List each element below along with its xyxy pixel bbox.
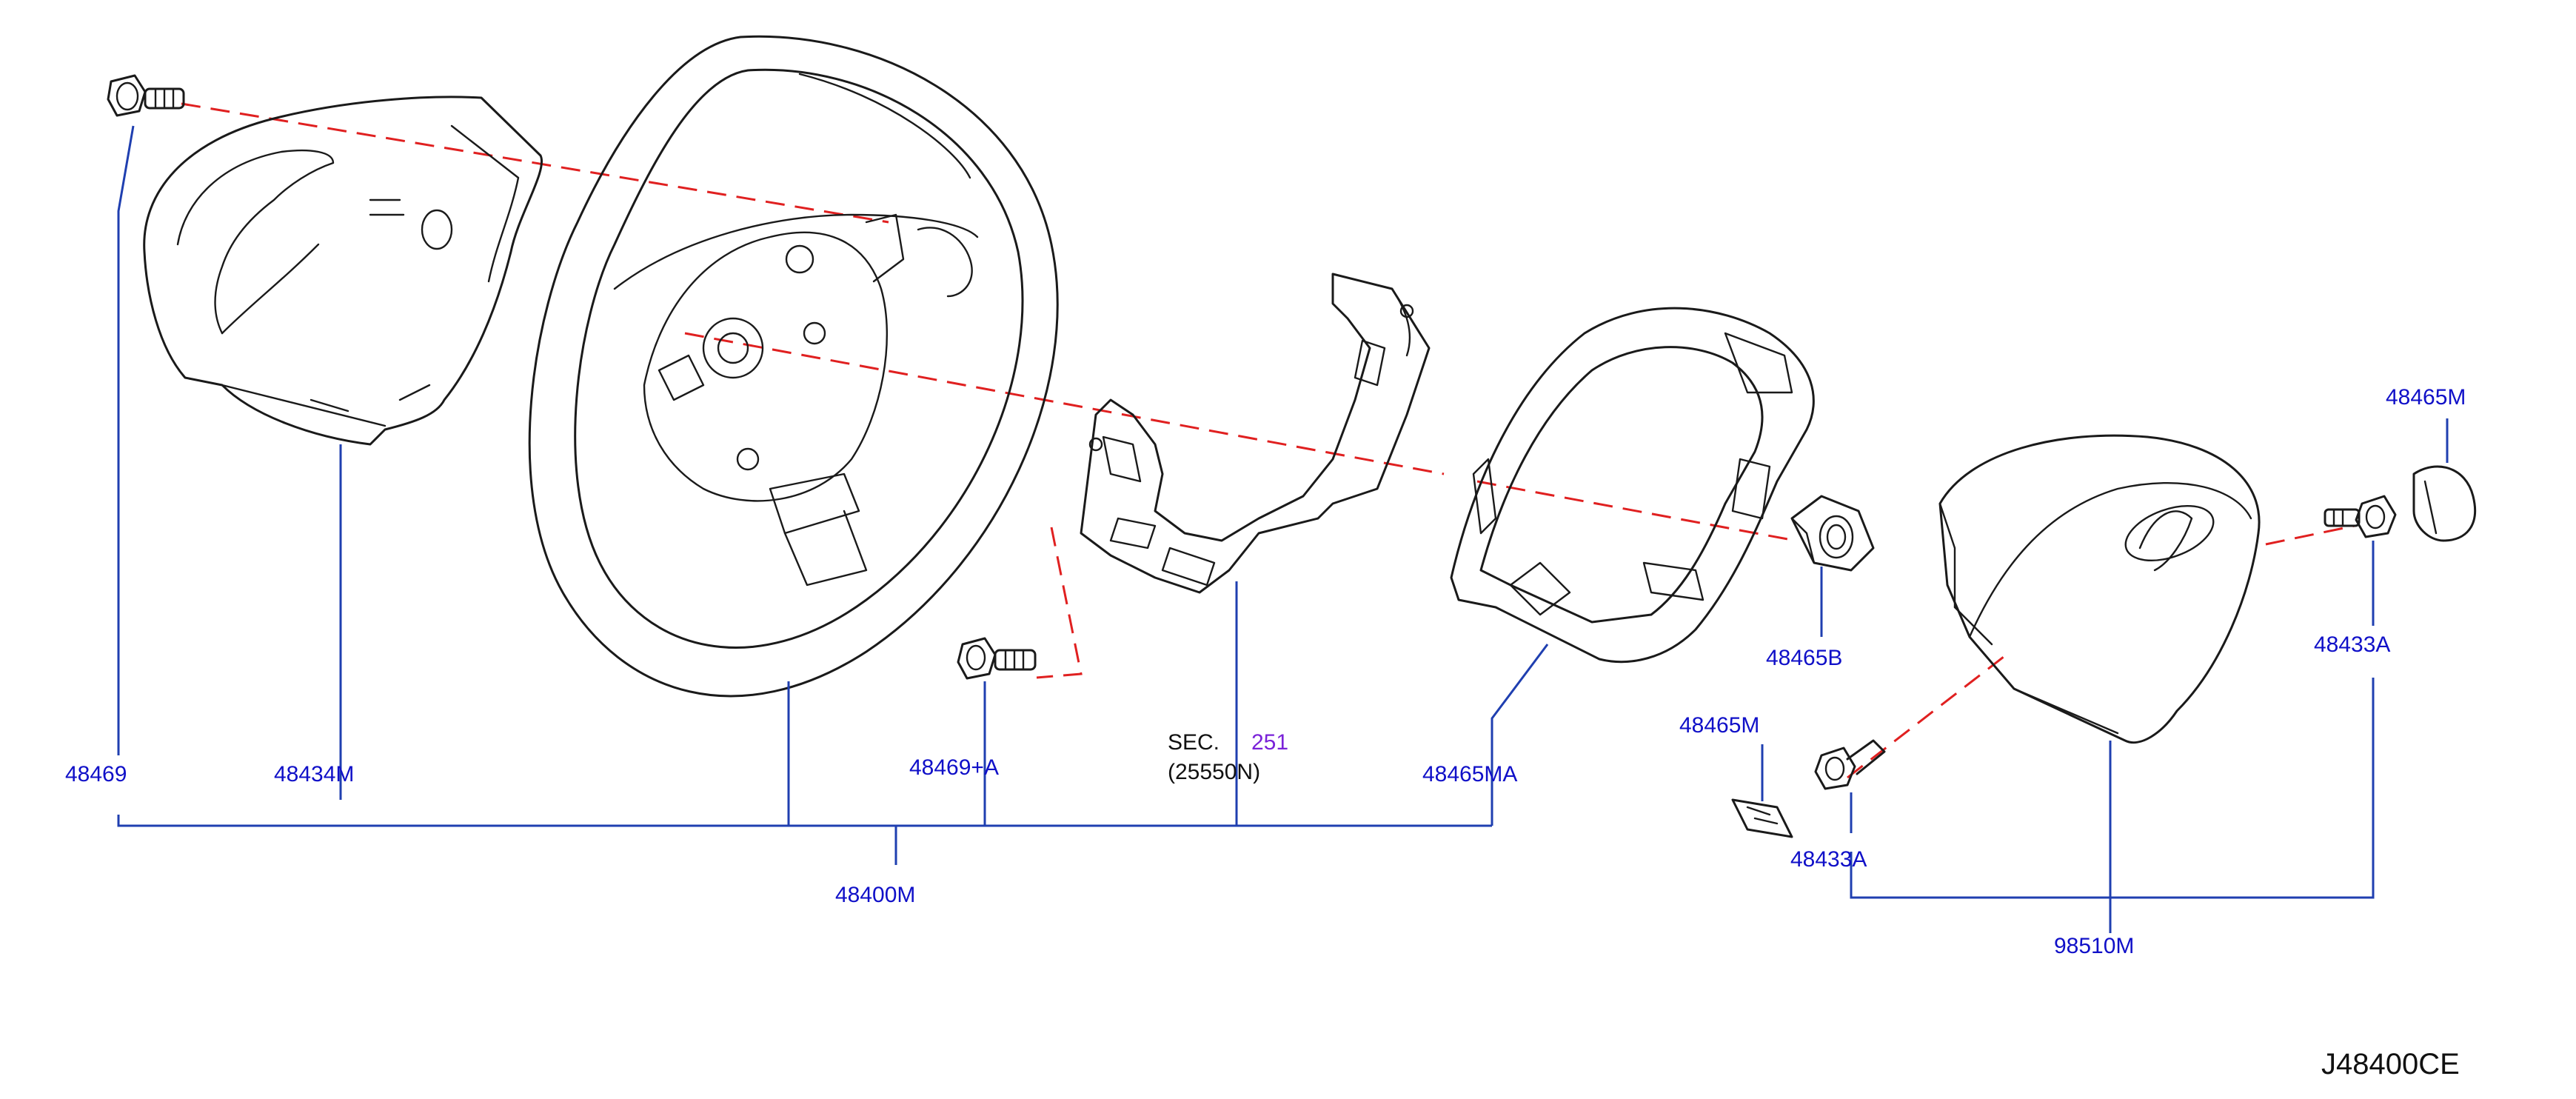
section-number: 251 — [1251, 730, 1288, 755]
label-48433A-lower: 48433A — [1790, 847, 1867, 872]
label-48434M: 48434M — [274, 762, 354, 786]
airbag-module-98510M-icon — [1938, 434, 2261, 744]
nut-48465B-icon — [1790, 495, 1875, 572]
steering-wheel-48400M-icon — [528, 35, 1059, 698]
finisher-48465MA-icon — [1450, 307, 1815, 664]
bolt-48433A-right-icon — [2324, 495, 2397, 538]
bolt-48433A-lower-icon — [1814, 739, 1886, 790]
section-subpart: (25550N) — [1168, 760, 1260, 784]
label-48465M-top: 48465M — [2386, 385, 2466, 410]
leader-lines — [117, 125, 2449, 933]
label-98510M: 98510M — [2054, 934, 2134, 958]
label-48465M-lower: 48465M — [1679, 713, 1759, 738]
switch-assembly-icon — [1080, 273, 1431, 594]
label-48465B: 48465B — [1766, 646, 1842, 670]
bolt-48469A-icon — [957, 637, 1037, 680]
section-prefix: SEC. — [1168, 730, 1220, 755]
clip-48465M-lower-icon — [1731, 798, 1793, 838]
label-48433A-right: 48433A — [2314, 632, 2390, 657]
bolt-48469-icon — [107, 74, 185, 117]
column-cover-48434M-icon — [143, 96, 543, 446]
cap-48465M-right-icon — [2412, 465, 2477, 542]
label-48469: 48469 — [65, 762, 127, 786]
assembly-lines — [181, 102, 2355, 779]
diagram-code: J48400CE — [2321, 1048, 2460, 1080]
label-48469-plus-a: 48469+A — [909, 755, 999, 780]
label-48465MA: 48465MA — [1422, 762, 1517, 786]
label-48400M: 48400M — [835, 883, 915, 907]
